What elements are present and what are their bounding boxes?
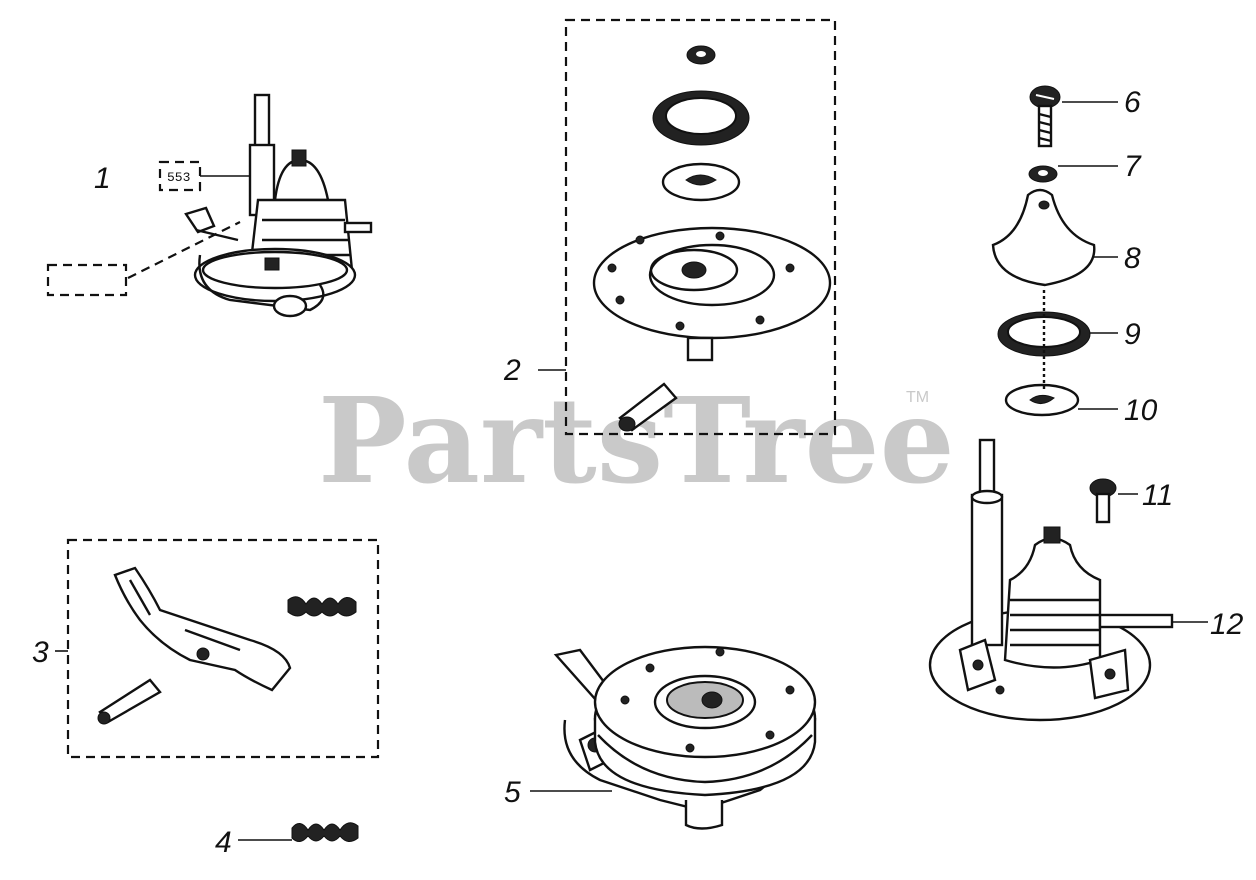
callout-4[interactable]: 4 xyxy=(215,826,232,859)
part-1-fuel-pump-assembly[interactable] xyxy=(184,93,373,318)
part-2-diaphragm-kit[interactable] xyxy=(592,45,832,432)
callout-1[interactable]: 1 xyxy=(94,162,111,195)
watermark-text: PartsTree xyxy=(318,371,955,510)
callout-9[interactable]: 9 xyxy=(1124,318,1141,351)
part-4-spring[interactable] xyxy=(291,822,359,842)
part-11-screw[interactable] xyxy=(1089,478,1117,524)
part-5-pump-body[interactable] xyxy=(553,645,817,830)
part-6-screw[interactable] xyxy=(1029,85,1061,148)
callout-labels: 1 2 3 4 5 6 7 8 9 10 11 12 xyxy=(32,86,1244,859)
callout-10[interactable]: 10 xyxy=(1124,394,1158,427)
part-2-diaphragm-kit-group xyxy=(564,18,837,436)
part-3-rocker-arm-kit-group xyxy=(66,538,380,759)
part-12-pump-upper-body[interactable] xyxy=(928,438,1174,722)
callout-12[interactable]: 12 xyxy=(1210,608,1244,641)
reference-box-label: 553 xyxy=(167,170,190,185)
watermark: PartsTree TM xyxy=(318,371,955,510)
callout-3[interactable]: 3 xyxy=(32,636,49,669)
callout-8[interactable]: 8 xyxy=(1124,242,1141,275)
part-3-rocker-arm-kit[interactable] xyxy=(97,566,357,725)
watermark-trademark: TM xyxy=(906,389,929,406)
callout-7[interactable]: 7 xyxy=(1124,150,1142,183)
part-8-cover-dome[interactable] xyxy=(991,188,1096,287)
callout-5[interactable]: 5 xyxy=(504,776,521,809)
part-10-valve-disc[interactable] xyxy=(1004,383,1080,417)
callout-6[interactable]: 6 xyxy=(1124,86,1141,119)
part-7-washer[interactable] xyxy=(1028,165,1058,183)
callout-2[interactable]: 2 xyxy=(503,354,521,387)
empty-reference-box xyxy=(46,263,128,297)
callout-11[interactable]: 11 xyxy=(1142,479,1173,512)
